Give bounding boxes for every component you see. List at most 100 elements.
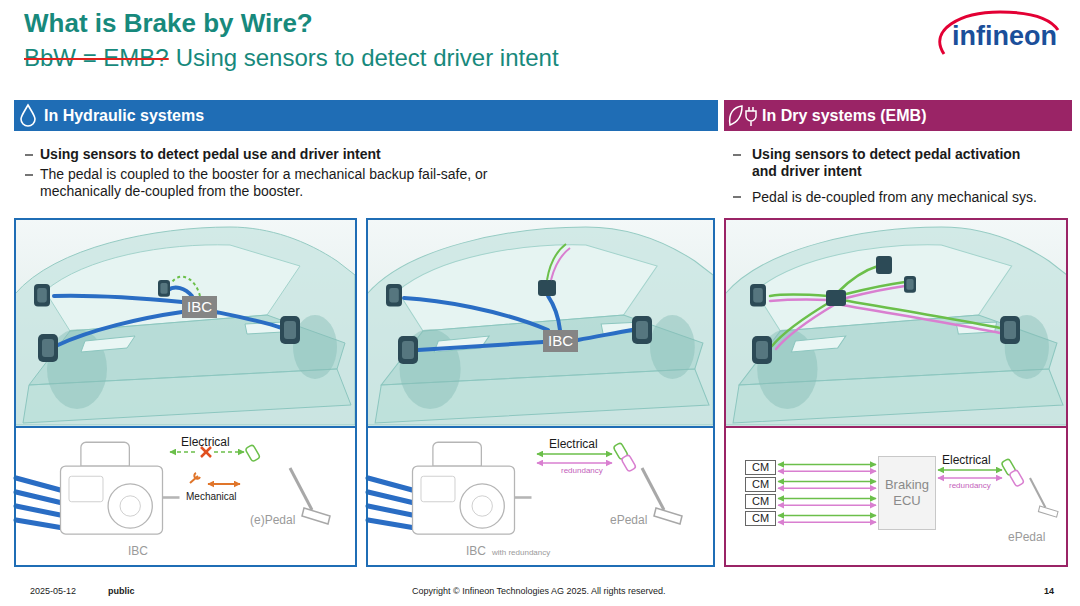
signal-label: redundancy — [560, 466, 604, 476]
illustration-shape — [208, 483, 240, 485]
signal-label: Electrical — [181, 435, 230, 449]
struck-subtitle: BbW = EMB? — [24, 44, 169, 73]
illustration-shape — [904, 276, 916, 293]
signal-label: Mechanical — [186, 491, 237, 503]
signal-label: Electrical — [942, 453, 991, 467]
footer-text: public — [108, 586, 135, 597]
bullet-text: Using sensors to detect pedal activation… — [752, 146, 1037, 180]
signal-connector — [778, 498, 876, 500]
illustration-shape — [158, 280, 170, 297]
illustration-shape — [548, 296, 560, 330]
illustration-shape — [367, 219, 713, 425]
node-text: In Dry systems (EMB) — [762, 100, 1072, 131]
illustration-shape — [1009, 469, 1024, 486]
illustration-shape — [15, 219, 1067, 566]
illustration-shape — [826, 290, 846, 306]
cm-box: CM — [745, 511, 776, 526]
illustration-shape — [245, 444, 260, 461]
signal-label: Electrical — [549, 437, 598, 451]
illustration-shape — [578, 330, 632, 340]
node-text: Braking ECU — [881, 477, 933, 508]
illustration-shape — [846, 286, 905, 298]
node-text: CM — [752, 461, 769, 474]
illustration-shape — [367, 426, 714, 428]
ibc-box: IBC — [543, 330, 578, 352]
illustration-shape — [621, 454, 636, 471]
signal-connector — [778, 488, 876, 490]
illustration-shape — [190, 473, 200, 483]
illustration-shape — [404, 296, 632, 350]
illustration-shape — [733, 196, 741, 197]
illustration-shape — [25, 174, 33, 175]
node-text: IBC — [187, 298, 212, 316]
illustration-shape — [537, 462, 612, 464]
illustration-shape — [38, 334, 58, 362]
illustration-shape — [537, 453, 612, 455]
illustration-shape — [15, 219, 356, 566]
illustration-shape — [280, 316, 300, 344]
part-label: with redundancy — [492, 548, 550, 558]
illustration-shape — [386, 284, 402, 306]
ecu-box: Braking ECU — [878, 456, 936, 530]
illustration-shape — [642, 468, 682, 524]
illustration-shape — [367, 219, 714, 566]
illustration-shape — [842, 305, 1000, 333]
signal-label: redundancy — [948, 481, 992, 491]
illustration-shape — [551, 248, 570, 280]
signal-connector — [778, 505, 876, 507]
cm-box: CM — [745, 460, 776, 475]
illustration-shape — [290, 468, 330, 524]
part-label: (e)Pedal — [250, 513, 295, 527]
illustration-shape — [752, 336, 772, 364]
illustration-shape — [25, 154, 33, 155]
illustration-shape — [1030, 478, 1058, 517]
node-text: IBC — [548, 332, 573, 350]
node-text: In Hydraulic systems — [44, 100, 718, 131]
footer-text: Copyright © Infineon Technologies AG 202… — [412, 586, 666, 597]
signal-connector — [778, 464, 876, 466]
illustration-shape — [725, 426, 1067, 428]
cm-box: CM — [745, 477, 776, 492]
signal-connector — [778, 471, 876, 473]
cm-box: CM — [745, 494, 776, 509]
illustration-shape — [940, 12, 1058, 54]
part-label: ePedal — [610, 513, 647, 527]
illustration-shape — [170, 451, 198, 453]
illustration-shape — [938, 477, 1002, 479]
band-icon — [724, 100, 760, 131]
signal-connector — [778, 515, 876, 517]
illustration-shape — [413, 442, 532, 534]
node-text: CM — [752, 512, 769, 525]
bullet-text: Pedal is de-coupled from any mechanical … — [752, 189, 1037, 206]
bullet-text: The pedal is coupled to the booster for … — [40, 166, 545, 200]
ibc-box: IBC — [182, 296, 217, 318]
illustration-shape — [938, 469, 1002, 471]
illustration-shape — [58, 312, 182, 345]
illustration-shape — [772, 302, 830, 346]
illustration-shape — [733, 154, 741, 155]
logo-text: infineon — [952, 20, 1057, 52]
illustration-shape — [34, 284, 50, 306]
illustration-shape — [725, 219, 1067, 566]
part-label: ePedal — [1008, 530, 1045, 544]
illustration-shape — [547, 244, 566, 280]
illustration-shape — [538, 280, 556, 296]
illustration-shape — [216, 312, 282, 328]
signal-connector — [778, 522, 876, 524]
illustration-shape — [876, 256, 892, 274]
signal-connector — [778, 481, 876, 483]
page-number: 14 — [1044, 586, 1054, 597]
illustration-shape — [1000, 316, 1020, 344]
part-label: IBC — [128, 544, 148, 558]
slide-title: What is Brake by Wire? — [24, 8, 313, 39]
illustration-shape — [770, 266, 1000, 349]
illustration-shape — [725, 219, 1067, 425]
part-label: IBC — [466, 544, 486, 558]
footer-text: 2025-05-12 — [30, 586, 76, 597]
illustration-shape — [750, 284, 766, 306]
illustration-shape — [842, 300, 1000, 328]
illustration-shape — [404, 298, 548, 330]
illustration-shape — [61, 442, 180, 534]
illustration-shape — [770, 300, 828, 301]
